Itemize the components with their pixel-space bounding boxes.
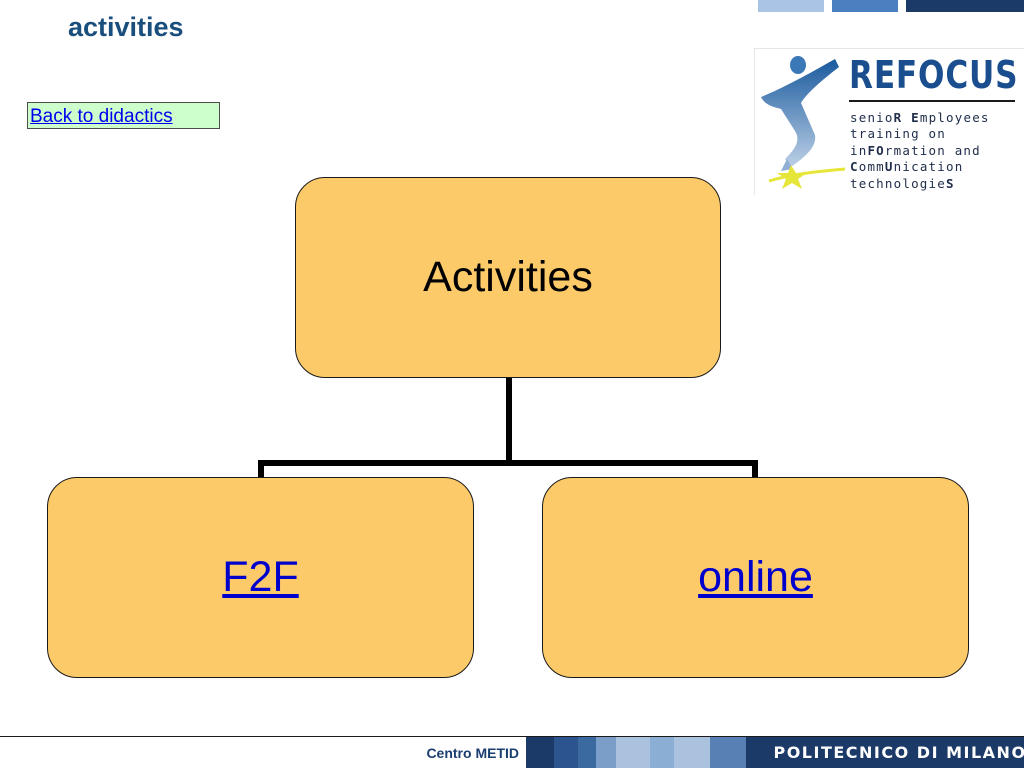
accent-bar-mid <box>832 0 898 12</box>
connector-vertical-right <box>752 460 758 478</box>
page-title: activities <box>68 12 184 42</box>
f2f-link[interactable]: F2F <box>222 553 299 601</box>
logo-tagline-line: inFOrmation and <box>850 142 981 158</box>
footer-stripe <box>710 737 746 768</box>
connector-vertical-root <box>506 378 512 466</box>
footer-stripe <box>650 737 674 768</box>
logo-divider <box>849 100 1015 102</box>
node-activities: Activities <box>295 177 721 378</box>
node-activities-label: Activities <box>423 253 593 301</box>
footer-brand-bar: POLITECNICO DI MILANO <box>526 737 1024 768</box>
refocus-logo: REFOCUS senioR Employees training on inF… <box>754 48 1024 195</box>
footer-divider <box>0 736 1024 737</box>
header-accent-bars <box>758 0 1024 12</box>
footer-stripe <box>578 737 596 768</box>
accent-bar-dark <box>906 0 1024 12</box>
footer-stripe <box>526 737 554 768</box>
footer-stripe <box>616 737 650 768</box>
footer-stripe <box>674 737 710 768</box>
online-link[interactable]: online <box>698 553 813 601</box>
footer-stripe <box>554 737 578 768</box>
footer-centro-metid: Centro METID <box>426 744 519 761</box>
logo-tagline-line: senioR Employees <box>850 110 990 125</box>
back-to-didactics-link[interactable]: Back to didactics <box>27 102 220 129</box>
logo-wordmark: REFOCUS <box>849 53 1019 97</box>
logo-tagline: senioR Employees training on inFOrmation… <box>850 110 990 192</box>
footer-left: Centro METID <box>0 737 526 768</box>
footer-politecnico-label: POLITECNICO DI MILANO <box>773 743 1024 762</box>
logo-tagline-line: CommUnication <box>850 159 964 175</box>
logo-tagline-line: training on <box>850 126 946 142</box>
connector-horizontal <box>258 460 758 466</box>
accent-bar-light <box>758 0 824 12</box>
connector-vertical-left <box>258 460 264 478</box>
node-online[interactable]: online <box>542 477 969 678</box>
footer-stripe <box>596 737 616 768</box>
node-f2f[interactable]: F2F <box>47 477 474 678</box>
logo-tagline-line: technologieS <box>850 175 955 191</box>
footer-stripe <box>746 737 1024 768</box>
runner-figure-icon <box>761 56 846 189</box>
